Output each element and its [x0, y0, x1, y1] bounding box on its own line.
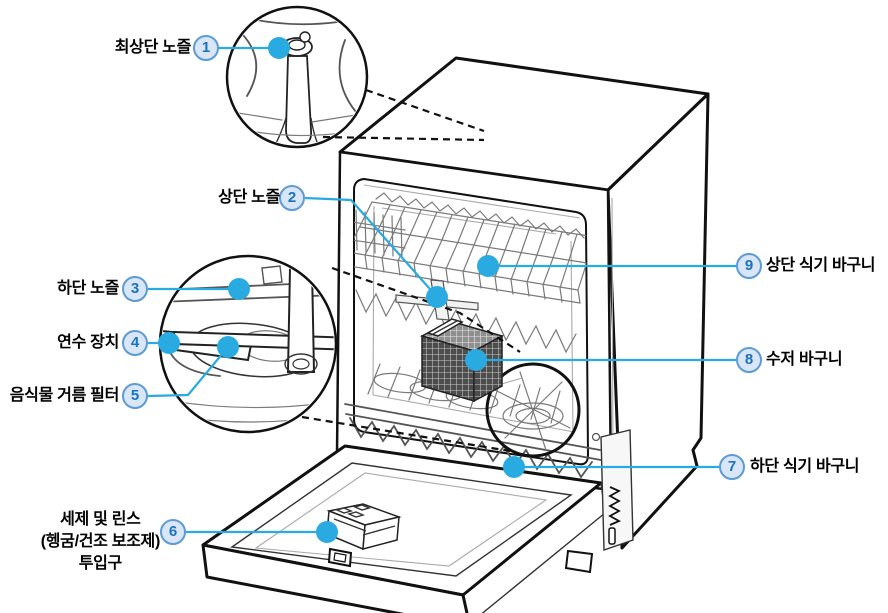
part-label-3: 하단 노즐 [57, 280, 119, 297]
part-badge-4: 4 [122, 330, 148, 356]
part-badge-2: 2 [279, 185, 305, 211]
marker-dot-9 [477, 255, 499, 277]
part-badge-7: 7 [719, 454, 745, 480]
hinge-and-feet [564, 429, 634, 574]
marker-dot-1 [268, 37, 290, 59]
marker-dot-6 [316, 521, 338, 543]
door-latch [327, 547, 353, 568]
marker-dot-4 [158, 332, 180, 354]
part-badge-3: 3 [122, 276, 148, 302]
part-label-5: 음식물 거름 필터 [9, 387, 120, 404]
part-badge-9: 9 [736, 253, 762, 279]
cutlery-basket [420, 318, 523, 403]
marker-dot-2 [426, 286, 448, 308]
callout-top-nozzle [225, 5, 369, 149]
part-marker-dots [158, 37, 525, 543]
part-label-4: 연수 장치 [57, 334, 119, 351]
part-label-8: 수저 바구니 [766, 351, 843, 368]
part-badge-1: 1 [193, 35, 219, 61]
marker-dot-8 [465, 349, 487, 371]
part-badge-6: 6 [160, 519, 186, 545]
marker-dot-5 [217, 336, 239, 358]
marker-dot-7 [503, 456, 525, 478]
part-label-9: 상단 식기 바구니 [766, 257, 876, 274]
marker-dot-3 [228, 278, 250, 300]
part-badge-5: 5 [122, 383, 148, 409]
callout-connector-dashes [301, 88, 521, 454]
part-label-6: 세제 및 린스 (헹굼/건조 보조제) 투입구 [40, 511, 161, 572]
part-badge-8: 8 [736, 347, 762, 373]
part-label-7: 하단 식기 바구니 [750, 458, 860, 475]
open-door [201, 444, 606, 613]
sump-area-circle [485, 362, 581, 458]
callout-lower-nozzle [158, 254, 338, 434]
detergent-dispenser [326, 503, 402, 551]
part-label-1: 최상단 노즐 [114, 39, 192, 56]
part-label-2: 상단 노즐 [218, 189, 280, 206]
